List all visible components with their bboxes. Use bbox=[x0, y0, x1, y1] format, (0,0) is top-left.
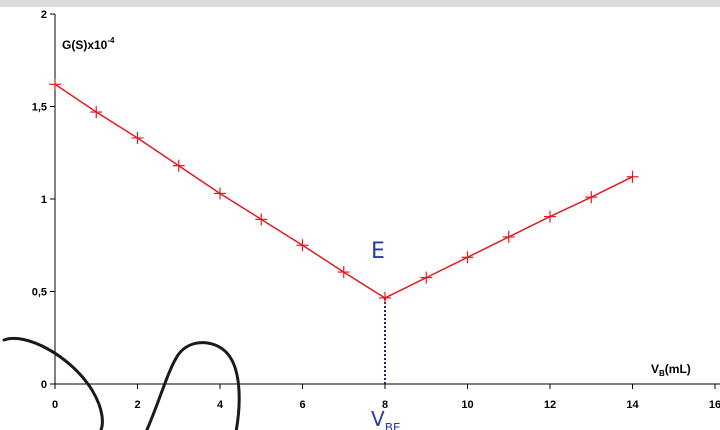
data-point-marker bbox=[379, 291, 391, 304]
y-axis-label-exponent: -4 bbox=[107, 36, 115, 45]
x-tick-label: 12 bbox=[544, 399, 556, 411]
x-tick-label: 8 bbox=[382, 399, 388, 411]
data-point-marker bbox=[420, 271, 433, 284]
hand-drawn-scribble-left bbox=[2, 337, 104, 430]
data-point-marker bbox=[337, 266, 350, 279]
y-tick-label: 0 bbox=[41, 379, 47, 391]
y-tick-label: 1,5 bbox=[32, 102, 47, 114]
data-point-marker bbox=[502, 230, 515, 243]
y-tick-label: 0,5 bbox=[32, 287, 47, 299]
x-axis-label-sub: B bbox=[659, 369, 665, 378]
data-point-marker bbox=[296, 239, 309, 252]
y-tick-group: 0 0,5 1 1,5 2 bbox=[32, 9, 55, 391]
data-point-marker bbox=[626, 170, 639, 183]
data-point-marker bbox=[49, 78, 61, 91]
y-tick-label: 2 bbox=[41, 9, 47, 21]
data-point-marker bbox=[255, 213, 268, 226]
x-tick-label: 2 bbox=[134, 399, 140, 411]
x-tick-label: 14 bbox=[626, 399, 639, 411]
equivalence-volume-sub: BE bbox=[385, 421, 401, 430]
x-tick-label: 0 bbox=[52, 399, 58, 411]
x-tick-label: 4 bbox=[217, 399, 224, 411]
data-point-marker bbox=[544, 210, 556, 223]
y-axis-label: G(S)x10-4 bbox=[62, 36, 115, 52]
top-gray-strip bbox=[0, 0, 720, 7]
data-point-marker bbox=[172, 159, 185, 172]
equivalence-volume-label: VBE bbox=[371, 407, 401, 430]
series-line bbox=[54, 83, 633, 299]
data-point-marker bbox=[90, 106, 103, 119]
x-tick-label: 6 bbox=[299, 399, 305, 411]
x-tick-label: 10 bbox=[461, 399, 473, 411]
data-point-marker bbox=[214, 187, 226, 200]
equivalence-point-label: E bbox=[371, 239, 385, 264]
hand-drawn-scribble-right bbox=[145, 341, 241, 430]
data-point-marker bbox=[131, 131, 144, 144]
x-axis-label-main: V bbox=[651, 362, 659, 376]
x-axis-label-unit: (mL) bbox=[665, 362, 691, 376]
series-group bbox=[49, 78, 639, 304]
equivalence-volume-main: V bbox=[371, 407, 385, 430]
x-tick-group: 0 2 4 6 8 10 12 14 16 bbox=[52, 384, 720, 411]
x-tick-label: 16 bbox=[709, 399, 720, 411]
y-axis-label-main: G(S)x10 bbox=[62, 38, 108, 52]
data-point-marker bbox=[461, 251, 474, 264]
data-point-marker bbox=[585, 191, 598, 204]
x-axis-label: VB(mL) bbox=[651, 362, 691, 378]
y-tick-label: 1 bbox=[41, 194, 47, 206]
